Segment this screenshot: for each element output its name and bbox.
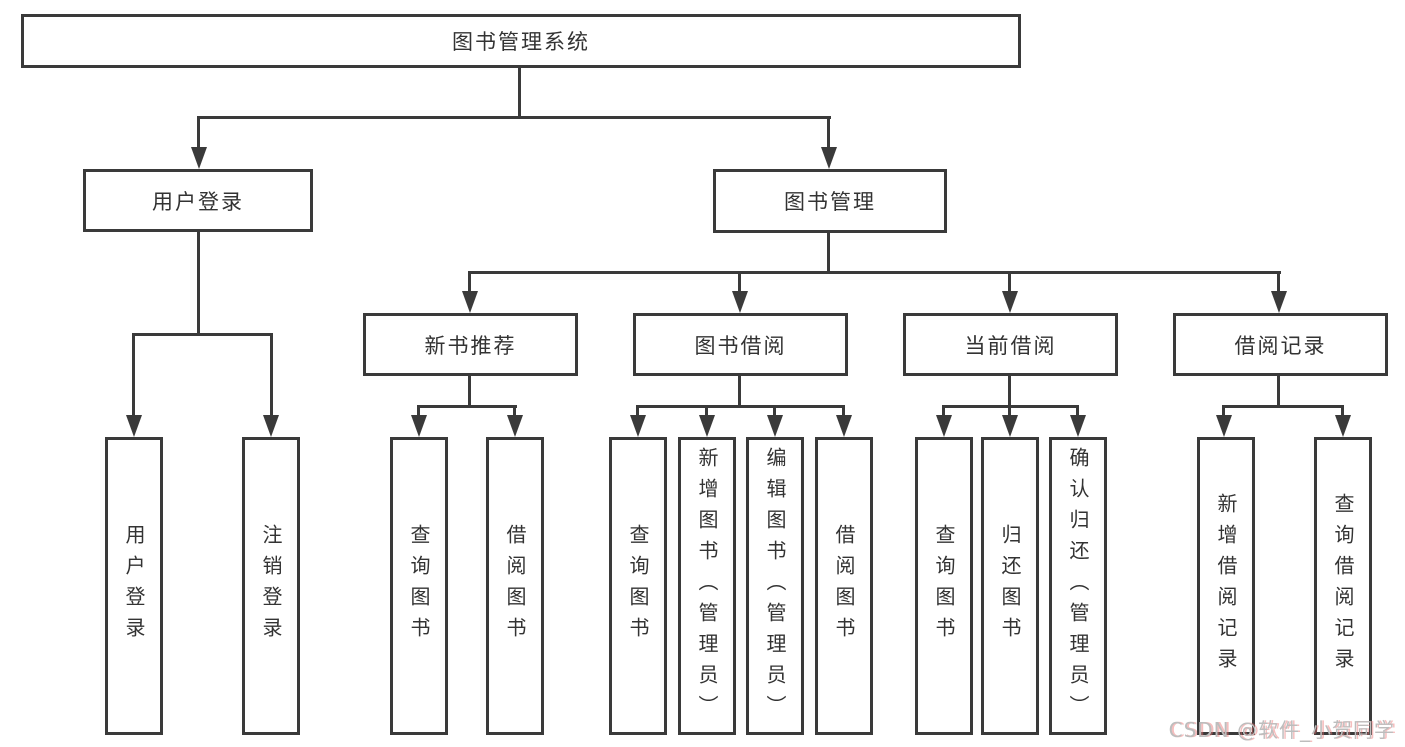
leaf-label: 查询图书 — [932, 524, 956, 648]
connector-leaf-drop — [1076, 405, 1079, 419]
connector-leaf-drop — [842, 405, 845, 419]
leaf-label: 编辑图书（管理员） — [763, 446, 787, 726]
arrow-down-icon — [1002, 291, 1018, 313]
node-borrow-records-label: 借阅记录 — [1234, 333, 1327, 358]
connector-user-login-drop — [197, 116, 200, 150]
arrow-down-icon — [1335, 415, 1351, 437]
leaf-label: 查询图书 — [407, 524, 431, 648]
arrow-down-icon — [1271, 291, 1287, 313]
arrow-down-icon — [630, 415, 646, 437]
connector-book-mgmt-stem — [827, 232, 830, 274]
arrow-down-icon — [126, 415, 142, 437]
leaf-label: 借阅图书 — [832, 524, 856, 648]
connector-leaf-drop — [132, 333, 135, 417]
connector-leaf-drop — [417, 405, 420, 419]
leaf-label: 借阅图书 — [503, 524, 527, 648]
node-book-borrow-label: 图书借阅 — [694, 333, 787, 358]
leaf-borrow-books: 借阅图书 — [815, 437, 873, 735]
connector-level3-drop — [468, 271, 471, 295]
leaf-query-books-borrow: 查询图书 — [609, 437, 667, 735]
leaf-confirm-return-admin: 确认归还（管理员） — [1049, 437, 1107, 735]
arrow-down-icon — [836, 415, 852, 437]
arrow-down-icon — [263, 415, 279, 437]
node-user-login: 用户登录 — [83, 169, 313, 232]
leaf-label: 新增图书（管理员） — [695, 446, 719, 726]
connector-level3-drop — [1008, 271, 1011, 295]
leaf-label: 确认归还（管理员） — [1066, 446, 1090, 726]
connector-leaf-drop — [1008, 405, 1011, 419]
connector-leaf-drop — [270, 333, 273, 417]
arrow-down-icon — [821, 147, 837, 169]
connector-section-stem — [468, 375, 471, 408]
connector-leaf-drop — [942, 405, 945, 419]
connector-section-stem — [1008, 375, 1011, 408]
node-root: 图书管理系统 — [21, 14, 1021, 68]
arrow-down-icon — [462, 291, 478, 313]
connector-user-login-bar — [132, 333, 273, 336]
leaf-label: 查询图书 — [626, 524, 650, 648]
connector-section-stem — [738, 375, 741, 408]
leaf-user-login-label: 用户登录 — [122, 524, 146, 648]
connector-user-login-stem — [197, 231, 200, 336]
connector-book-mgmt-drop — [827, 116, 830, 150]
node-book-borrow: 图书借阅 — [633, 313, 848, 376]
node-user-login-label: 用户登录 — [152, 189, 244, 214]
node-new-book-recommend-label: 新书推荐 — [424, 333, 517, 358]
leaf-user-login: 用户登录 — [105, 437, 163, 735]
leaf-borrow-books-recommend: 借阅图书 — [486, 437, 544, 735]
node-new-book-recommend: 新书推荐 — [363, 313, 578, 376]
node-root-label: 图书管理系统 — [452, 30, 590, 54]
connector-level3-drop — [738, 271, 741, 295]
connector-level3-drop — [1277, 271, 1280, 295]
leaf-edit-book-admin: 编辑图书（管理员） — [746, 437, 804, 735]
node-borrow-records: 借阅记录 — [1173, 313, 1388, 376]
leaf-logout-label: 注销登录 — [259, 524, 283, 648]
arrow-down-icon — [936, 415, 952, 437]
connector-leaf-drop — [1341, 405, 1344, 419]
arrow-down-icon — [1070, 415, 1086, 437]
arrow-down-icon — [191, 147, 207, 169]
connector-section-bar — [636, 405, 845, 408]
arrow-down-icon — [1216, 415, 1232, 437]
leaf-label: 查询借阅记录 — [1331, 493, 1355, 679]
node-book-mgmt: 图书管理 — [713, 169, 947, 233]
arrow-down-icon — [699, 415, 715, 437]
leaf-add-book-admin: 新增图书（管理员） — [678, 437, 736, 735]
arrow-down-icon — [767, 415, 783, 437]
connector-leaf-drop — [773, 405, 776, 419]
connector-level3-bar — [468, 271, 1281, 274]
connector-leaf-drop — [636, 405, 639, 419]
leaf-query-books-recommend: 查询图书 — [390, 437, 448, 735]
arrow-down-icon — [411, 415, 427, 437]
node-current-borrow: 当前借阅 — [903, 313, 1118, 376]
arrow-down-icon — [1002, 415, 1018, 437]
arrow-down-icon — [507, 415, 523, 437]
connector-section-bar — [417, 405, 517, 408]
arrow-down-icon — [732, 291, 748, 313]
leaf-query-books-current: 查询图书 — [915, 437, 973, 735]
leaf-query-borrow-record: 查询借阅记录 — [1314, 437, 1372, 735]
connector-leaf-drop — [705, 405, 708, 419]
leaf-label: 新增借阅记录 — [1214, 493, 1238, 679]
connector-level2-bar — [197, 116, 831, 119]
connector-root-stem — [518, 67, 521, 119]
watermark: CSDN @软件_小贺同学 — [1168, 718, 1395, 742]
node-book-mgmt-label: 图书管理 — [784, 190, 876, 214]
leaf-return-book: 归还图书 — [981, 437, 1039, 735]
connector-leaf-drop — [1222, 405, 1225, 419]
leaf-logout: 注销登录 — [242, 437, 300, 735]
connector-section-bar — [1222, 405, 1343, 408]
node-current-borrow-label: 当前借阅 — [964, 333, 1057, 358]
connector-leaf-drop — [513, 405, 516, 419]
leaf-add-borrow-record: 新增借阅记录 — [1197, 437, 1255, 735]
connector-section-stem — [1277, 375, 1280, 408]
leaf-label: 归还图书 — [998, 524, 1022, 648]
